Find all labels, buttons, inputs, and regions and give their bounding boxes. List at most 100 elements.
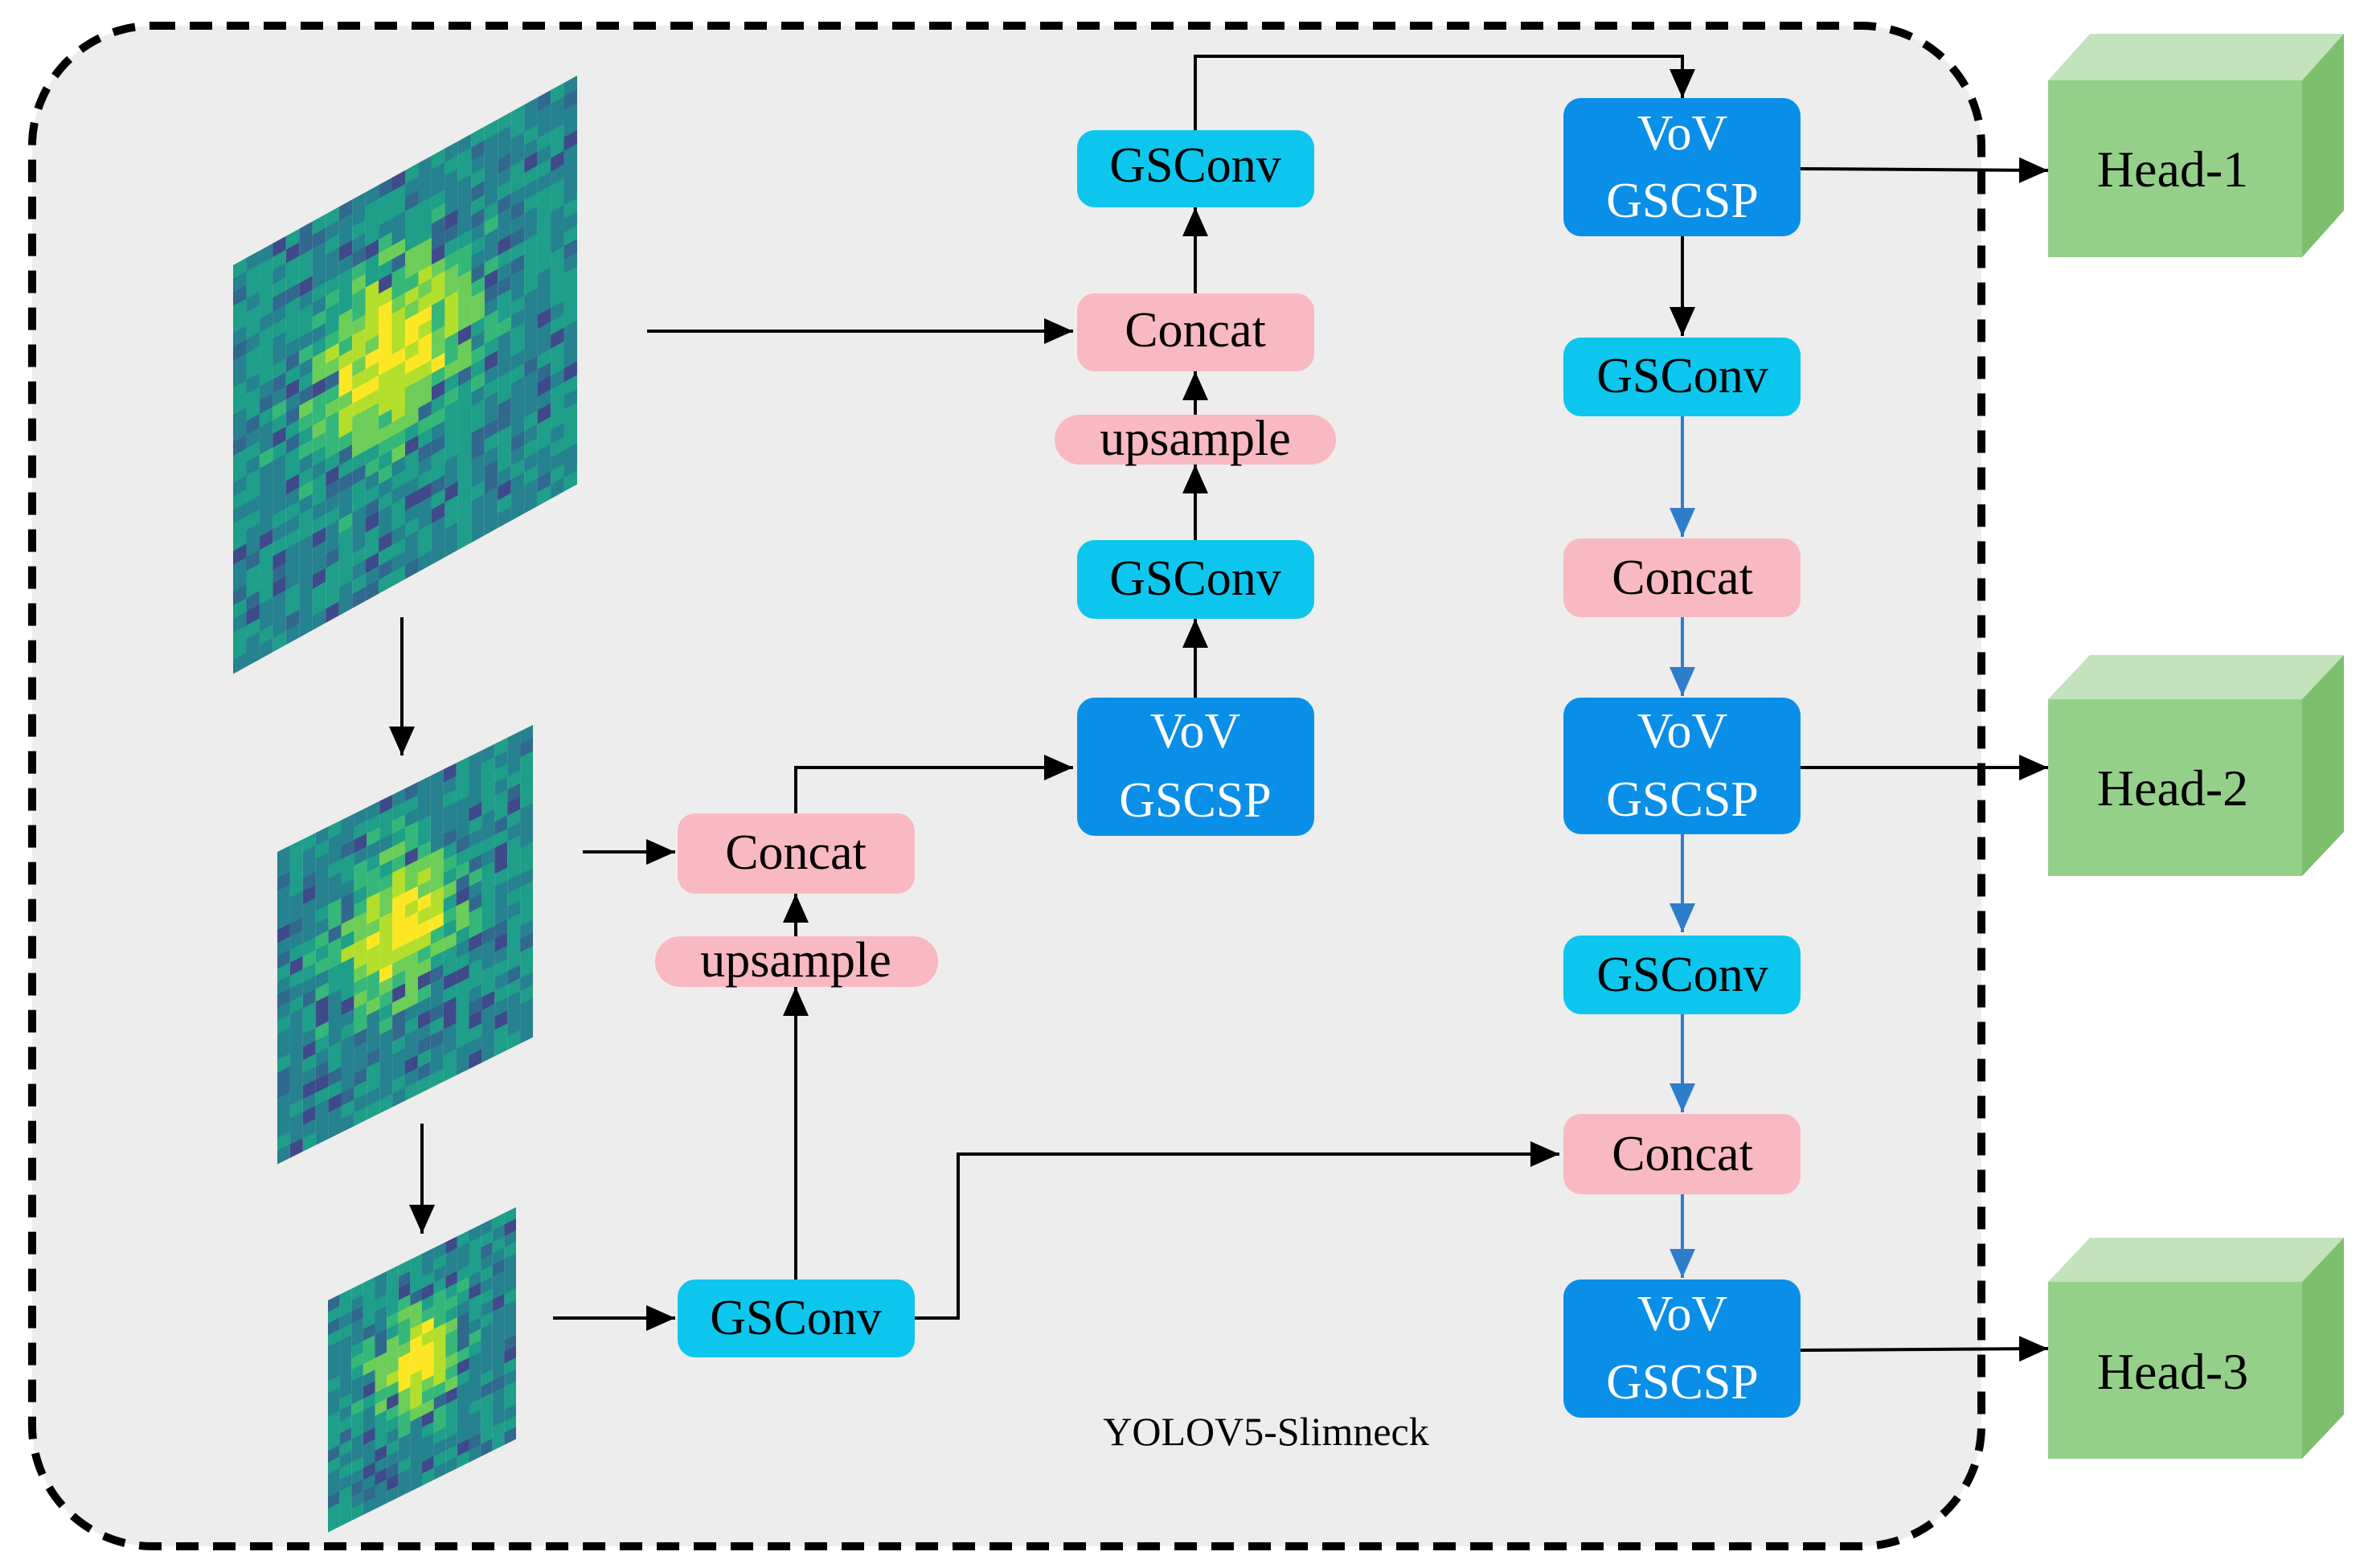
feature-map-cell — [285, 596, 300, 618]
feature-map-cell — [418, 359, 432, 382]
feature-map-cell — [352, 587, 366, 608]
feature-map-cell — [277, 1144, 290, 1165]
feature-map-cell — [259, 325, 273, 346]
feature-map-cell — [398, 1479, 411, 1498]
gscsp-label: GSCSP — [1606, 1355, 1759, 1410]
upsample-label: upsample — [1100, 411, 1291, 466]
feature-map-cell — [299, 317, 313, 338]
feature-map-cell — [445, 317, 458, 340]
feature-map-cell — [326, 438, 339, 460]
feature-map-cell — [312, 432, 326, 454]
feature-map-cell — [405, 448, 419, 471]
feature-map-cell — [365, 443, 379, 465]
feature-map-cell — [391, 510, 405, 532]
feature-map-cell — [365, 429, 379, 452]
feature-map-cell — [391, 293, 405, 315]
feature-map-cell — [524, 178, 538, 201]
feature-map-cell — [551, 450, 564, 472]
feature-map-cell — [471, 194, 485, 216]
feature-map-cell — [418, 400, 432, 423]
concat-block-right-1: Concat — [1563, 538, 1801, 617]
feature-map-cell — [418, 523, 432, 545]
feature-map-cell — [457, 324, 472, 346]
feature-map-cell — [563, 293, 577, 315]
feature-map-cell — [326, 397, 339, 420]
feature-map-cell — [410, 1473, 422, 1492]
feature-map-cell — [338, 294, 353, 317]
feature-map-cell — [551, 273, 564, 295]
feature-map-cell — [471, 452, 485, 475]
feature-map-cell — [457, 215, 472, 237]
feature-map-cell — [272, 494, 286, 517]
feature-map-cell — [299, 398, 313, 420]
feature-map-cell — [391, 252, 405, 274]
feature-map-cell — [551, 191, 564, 214]
feature-map-cell — [233, 380, 247, 402]
feature-map-cell — [285, 364, 300, 387]
feature-map-cell — [563, 116, 577, 138]
feature-map-cell — [259, 502, 273, 524]
feature-map-cell — [272, 535, 286, 557]
feature-map-cell — [457, 433, 472, 455]
feature-map-cell — [233, 366, 247, 388]
vov-gscsp-block-right-2: VoV GSCSP — [1563, 698, 1801, 834]
feature-map-cell — [524, 424, 538, 446]
feature-map-cell — [299, 439, 313, 461]
feature-map-cell — [471, 399, 485, 420]
feature-map-cell — [498, 397, 511, 420]
connector-arrows — [389, 55, 2049, 1362]
feature-map-cell — [524, 97, 538, 119]
feature-map-cell — [272, 290, 286, 313]
feature-map-cell — [338, 213, 353, 235]
feature-map-cell — [246, 495, 260, 518]
feature-map-cell — [233, 421, 247, 443]
feature-map-cell — [431, 189, 445, 211]
feature-map-cell — [457, 133, 472, 156]
feature-map-cell — [457, 310, 472, 333]
feature-map-cell — [246, 346, 260, 367]
feature-map-cell — [537, 444, 551, 466]
feature-map-cell — [233, 339, 247, 362]
feature-map-cell — [365, 456, 379, 479]
feature-map-cell — [563, 102, 577, 125]
feature-map-cell — [481, 1042, 495, 1063]
feature-map-cell — [285, 460, 300, 482]
feature-map-cell — [563, 361, 577, 383]
feature-map-cell — [391, 224, 405, 247]
feature-map-cell — [312, 526, 326, 549]
feature-map-cell — [365, 403, 379, 424]
feature-map-cell — [563, 225, 577, 247]
feature-map-cell — [551, 327, 564, 350]
feature-map-cell — [326, 574, 339, 596]
feature-map-cell — [233, 271, 247, 293]
feature-map-cell — [352, 192, 366, 214]
feature-map-cell — [510, 431, 525, 453]
feature-map-cell — [510, 472, 525, 494]
feature-map-cell — [233, 407, 247, 429]
concat-block-right-2: Concat — [1563, 1114, 1801, 1194]
feature-map-cell — [405, 366, 419, 389]
feature-map-cell — [326, 383, 339, 406]
feature-map-cell — [551, 313, 564, 336]
feature-map-cell — [524, 288, 538, 309]
head-2-box: Head-2 — [2048, 655, 2344, 876]
feature-map-cell — [312, 473, 326, 494]
feature-map-cell — [471, 358, 485, 380]
feature-map-cell — [445, 535, 458, 558]
feature-map-cell — [484, 255, 498, 277]
feature-map-cell — [272, 576, 286, 598]
feature-map-cell — [563, 143, 577, 166]
feature-map-cell — [259, 406, 273, 428]
feature-map-cell — [365, 416, 379, 438]
feature-map-cell — [326, 275, 339, 297]
feature-map-cell — [259, 243, 273, 265]
feature-map-cell — [498, 180, 511, 202]
feature-map-cell — [498, 234, 511, 256]
feature-map-cell — [391, 524, 405, 546]
feature-map-small — [328, 1207, 516, 1533]
feature-map-cell — [537, 117, 551, 139]
feature-map-cell — [312, 486, 326, 508]
feature-map-cell — [338, 431, 353, 452]
feature-map-cell — [379, 408, 392, 431]
feature-map-cell — [498, 479, 511, 502]
